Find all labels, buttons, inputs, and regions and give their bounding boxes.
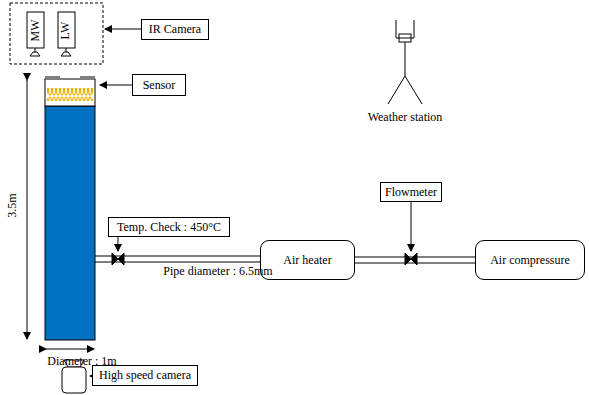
sensor-coil <box>47 88 93 101</box>
node-text: Air heater <box>283 253 331 268</box>
process-box: Air compressure <box>475 240 585 280</box>
dimension-label: Diameter : 1m <box>47 354 116 369</box>
station-label: Weather station <box>368 110 443 125</box>
leader-arrow <box>100 85 132 86</box>
node-text: IR Camera <box>149 22 201 37</box>
node-text: High speed camera <box>99 368 191 383</box>
tank-lid <box>45 77 95 78</box>
callout-box: Sensor <box>132 74 186 96</box>
node-text: Sensor <box>143 78 176 93</box>
dimension-line <box>46 349 94 350</box>
dimension-label: 3.5m <box>5 193 20 217</box>
leader-arrow <box>411 202 412 251</box>
callout-box: Temp. Check : 450°C <box>108 217 230 237</box>
weather-station-symbol <box>388 20 422 104</box>
process-box: Air heater <box>260 240 355 280</box>
callout-box: IR Camera <box>141 19 209 40</box>
ir-cameras <box>27 12 75 56</box>
tank-top <box>45 79 95 106</box>
node-text: Flowmeter <box>385 185 437 200</box>
valve <box>112 253 124 265</box>
camera-label: MW <box>28 19 43 41</box>
dimension-label: Pipe diameter : 6.5mm <box>163 264 272 279</box>
leader-arrow <box>105 29 141 30</box>
tank <box>45 106 95 340</box>
leader-arrow <box>118 237 119 251</box>
dimension-line <box>27 80 28 339</box>
callout-box: High speed camera <box>92 365 198 386</box>
camera-label: LW <box>58 21 73 39</box>
pipe-connector <box>355 257 475 263</box>
callout-box: Flowmeter <box>380 182 442 202</box>
node-text: Temp. Check : 450°C <box>117 220 221 235</box>
node-text: Air compressure <box>490 253 570 268</box>
camera-group <box>10 3 103 64</box>
